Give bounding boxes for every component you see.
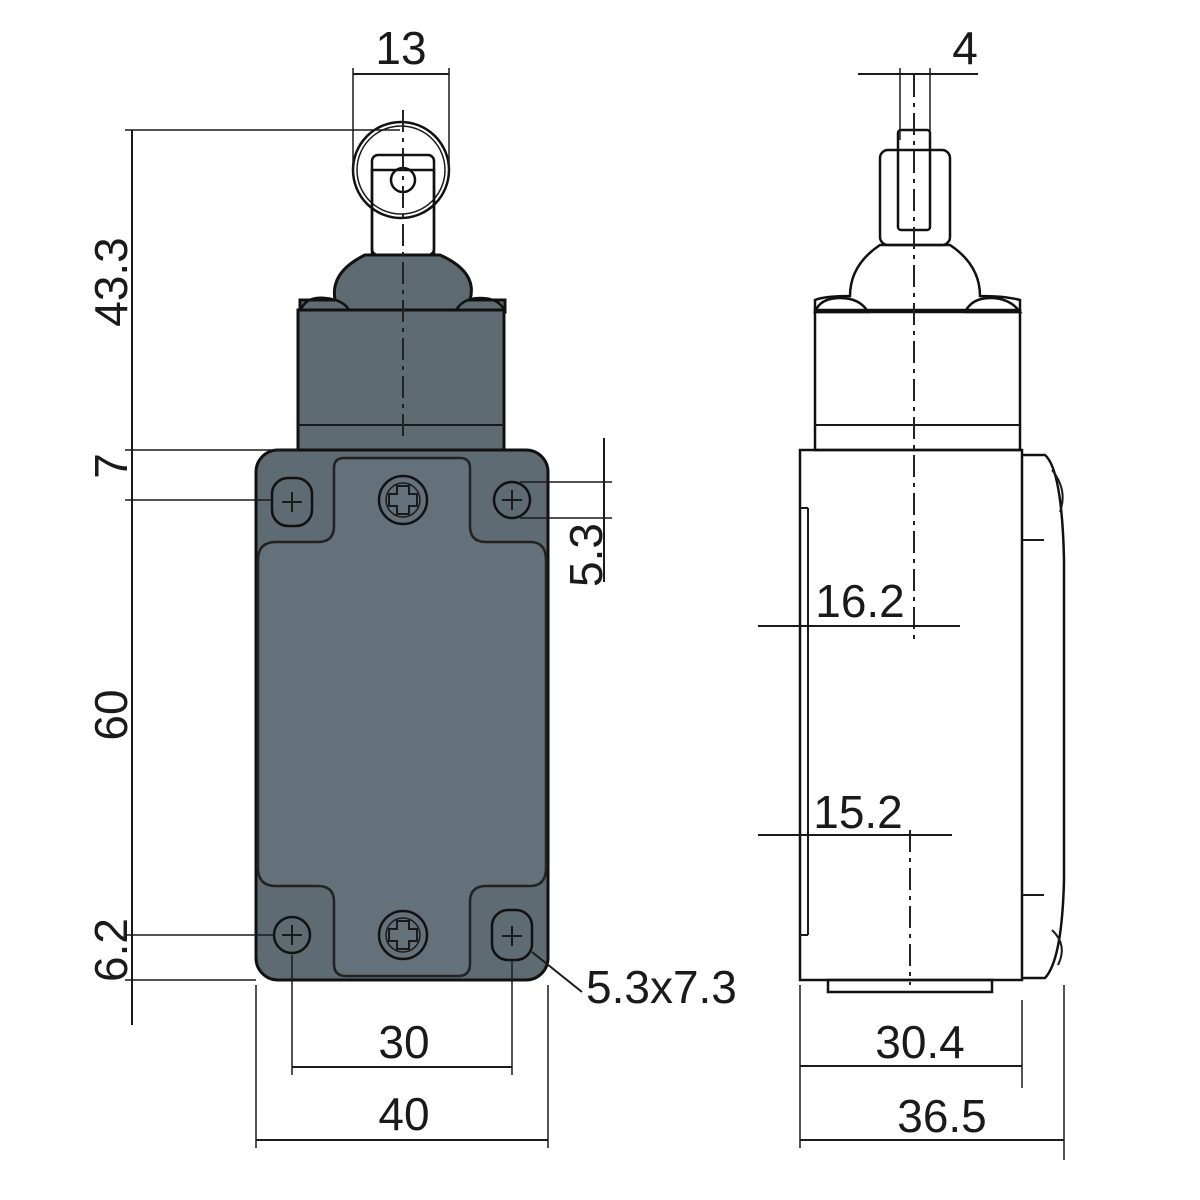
dim-actuator-height: 43.3 <box>85 129 400 450</box>
dim-label-7: 7 <box>85 453 137 479</box>
dim-roller-width: 4 <box>858 22 978 140</box>
dim-label-5-3x7-3: 5.3x7.3 <box>586 961 737 1013</box>
dim-upper-offset: 16.2 <box>758 575 960 627</box>
side-roller <box>813 128 1023 452</box>
cover-screw-bottom <box>377 909 429 961</box>
dim-label-5-3: 5.3 <box>560 523 612 587</box>
side-body <box>798 448 1066 994</box>
dim-bottom-offset: 6.2 <box>85 915 274 1025</box>
roller-actuator <box>296 120 507 452</box>
dim-depth-total: 36.5 <box>800 985 1065 1160</box>
dim-label-13: 13 <box>375 22 426 74</box>
cover-screw-top <box>377 474 429 526</box>
dim-body-height: 60 <box>85 500 137 935</box>
dim-hole-spacing: 30 <box>291 955 513 1075</box>
dim-lower-offset: 15.2 <box>758 786 952 838</box>
dim-depth-inner: 30.4 <box>799 985 1023 1148</box>
front-view: 13 43.3 7 60 6.2 <box>85 22 737 1148</box>
head-block <box>296 308 506 452</box>
dim-label-16-2: 16.2 <box>815 575 905 627</box>
mounting-hole-top-left <box>270 476 314 528</box>
mounting-hole-top-right <box>492 480 532 520</box>
lug-right <box>452 296 507 314</box>
dim-body-width: 40 <box>255 985 549 1148</box>
cover-panel <box>256 456 548 978</box>
roller-inner-ring <box>356 125 446 215</box>
dim-label-36-5: 36.5 <box>897 1090 987 1142</box>
dim-label-15-2: 15.2 <box>813 786 903 838</box>
dim-label-6-2: 6.2 <box>85 918 137 982</box>
dim-label-60: 60 <box>85 689 137 740</box>
dim-label-4: 4 <box>952 22 978 74</box>
dim-hole-diameter: 5.3 <box>520 438 612 587</box>
lug-left <box>298 296 352 314</box>
dim-label-30: 30 <box>378 1016 429 1068</box>
dim-actuator-width: 13 <box>352 22 450 175</box>
dim-label-43-3: 43.3 <box>85 237 137 327</box>
dim-label-30-4: 30.4 <box>875 1016 965 1068</box>
dim-label-40: 40 <box>378 1088 429 1140</box>
side-view: 4 16.2 15.2 30.4 36.5 <box>758 22 1066 1160</box>
dim-slot-size: 5.3x7.3 <box>531 951 737 1013</box>
switch-body <box>254 448 550 982</box>
